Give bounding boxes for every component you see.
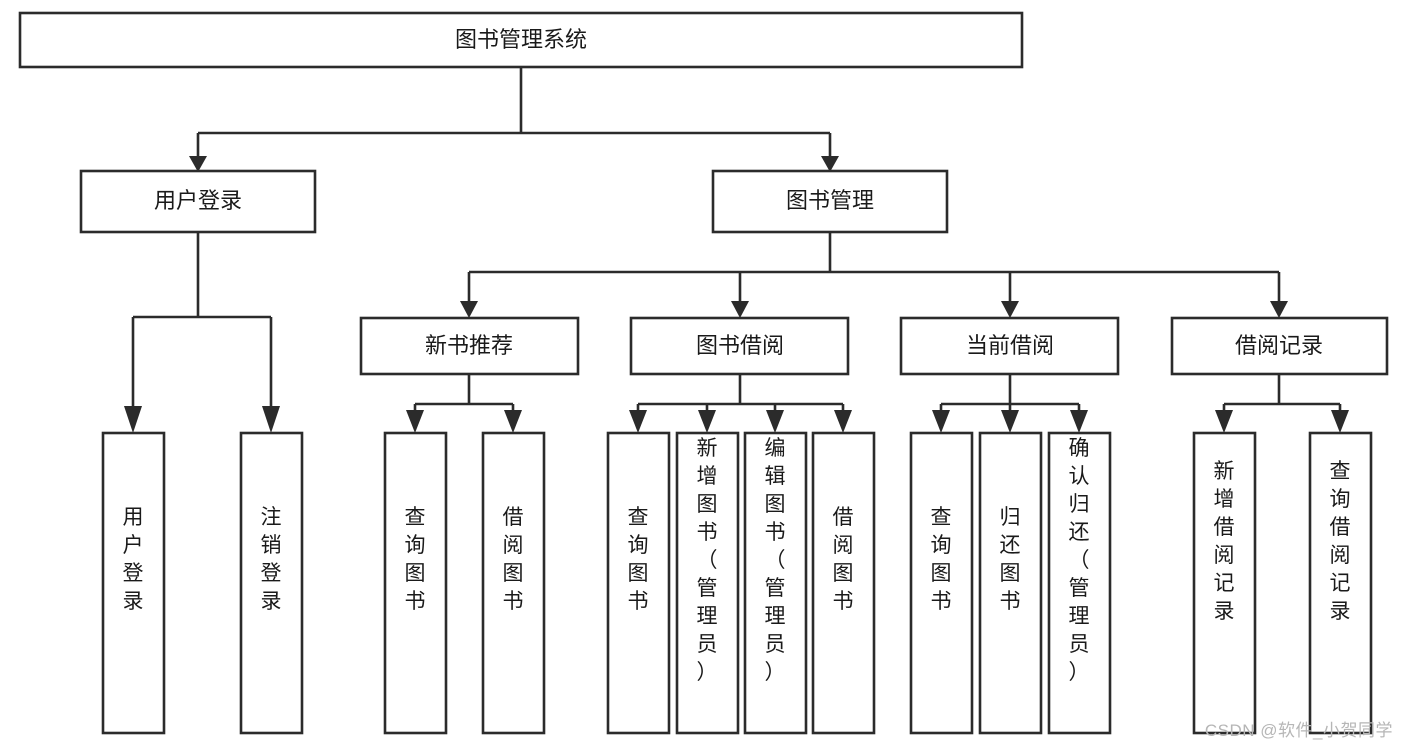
- leaf-label: 确认归还（管理员）: [1069, 437, 1090, 684]
- leaf-node[interactable]: 编辑图书（管理员）: [743, 431, 808, 735]
- node-borrow-record-box[interactable]: [1170, 316, 1389, 376]
- node-current-borrow[interactable]: 当前借阅: [899, 316, 1120, 376]
- node-user-login-box[interactable]: [79, 169, 317, 234]
- connector-userlogin-to-leaves: [131, 232, 273, 408]
- leaf-box[interactable]: [481, 431, 546, 735]
- leaf-node[interactable]: 归还图书: [978, 431, 1043, 735]
- arrow-head-icon: [1001, 410, 1019, 433]
- connector-bookborrow-to-leaves: [636, 374, 845, 413]
- node-new-book-recommend-label: 新书推荐: [425, 333, 513, 358]
- leaf-label: 查询图书: [931, 506, 952, 613]
- arrow-head-icon: [1270, 301, 1288, 318]
- arrow-head-icon: [262, 406, 280, 433]
- leaf-box[interactable]: [606, 431, 671, 735]
- watermark-label: CSDN @软件_小贺同学: [1204, 721, 1393, 740]
- node-book-management[interactable]: 图书管理: [711, 169, 949, 234]
- leaf-box[interactable]: [743, 431, 808, 735]
- leaf-box[interactable]: [239, 431, 304, 735]
- arrow-head-icon: [766, 410, 784, 433]
- arrow-head-icon: [504, 410, 522, 433]
- arrow-head-icon: [731, 301, 749, 318]
- arrow-head-icon: [406, 410, 424, 433]
- node-new-book-recommend-box[interactable]: [359, 316, 580, 376]
- node-book-borrow-label: 图书借阅: [696, 333, 784, 358]
- node-new-book-recommend[interactable]: 新书推荐: [359, 316, 580, 376]
- node-root-label: 图书管理系统: [455, 27, 587, 52]
- node-current-borrow-label: 当前借阅: [966, 333, 1054, 358]
- arrow-head-icon: [629, 410, 647, 433]
- leaf-label: 归还图书: [1000, 506, 1021, 613]
- leaf-node[interactable]: 查询图书: [606, 431, 671, 735]
- leaf-box[interactable]: [675, 431, 740, 735]
- arrow-head-icon: [821, 156, 839, 172]
- leaf-node[interactable]: 查询图书: [383, 431, 448, 735]
- leaf-box[interactable]: [909, 431, 974, 735]
- node-borrow-record[interactable]: 借阅记录: [1170, 316, 1389, 376]
- leaf-box[interactable]: [101, 431, 166, 735]
- node-book-management-label: 图书管理: [786, 188, 874, 213]
- node-borrow-record-label: 借阅记录: [1235, 333, 1323, 358]
- node-book-borrow-box[interactable]: [629, 316, 850, 376]
- leaf-label: 查询图书: [405, 506, 426, 613]
- connector-root-to-level2: [196, 67, 832, 158]
- leaf-node[interactable]: 确认归还（管理员）: [1047, 431, 1112, 735]
- arrow-head-icon: [460, 301, 478, 318]
- node-book-borrow[interactable]: 图书借阅: [629, 316, 850, 376]
- connector-bookmgmt-to-level3: [467, 232, 1281, 303]
- leaf-box[interactable]: [383, 431, 448, 735]
- leaf-node[interactable]: 用户登录: [101, 431, 166, 735]
- leaf-node[interactable]: 借阅图书: [481, 431, 546, 735]
- node-book-management-box[interactable]: [711, 169, 949, 234]
- arrow-head-icon: [1070, 410, 1088, 433]
- arrow-head-icon: [834, 410, 852, 433]
- leaf-label: 借阅图书: [833, 506, 854, 613]
- node-current-borrow-box[interactable]: [899, 316, 1120, 376]
- leaf-node[interactable]: 注销登录: [239, 431, 304, 735]
- leaf-node[interactable]: 新增借阅记录: [1192, 431, 1257, 735]
- arrow-head-icon: [932, 410, 950, 433]
- leaf-label: 注销登录: [261, 506, 282, 613]
- leaf-node[interactable]: 新增图书（管理员）: [675, 431, 740, 735]
- leaf-box[interactable]: [811, 431, 876, 735]
- leaf-box[interactable]: [1047, 431, 1112, 735]
- leaf-box[interactable]: [978, 431, 1043, 735]
- leaf-label: 用户登录: [123, 506, 144, 613]
- leaf-box[interactable]: [1192, 431, 1257, 735]
- leaf-node[interactable]: 查询图书: [909, 431, 974, 735]
- arrow-head-icon: [1215, 410, 1233, 433]
- leaf-label: 编辑图书（管理员）: [765, 437, 786, 684]
- leaf-label: 新增借阅记录: [1214, 460, 1235, 623]
- leaf-label: 借阅图书: [503, 506, 524, 613]
- node-root-box[interactable]: [18, 11, 1024, 69]
- node-user-login-label: 用户登录: [154, 188, 242, 213]
- leaf-label: 查询图书: [628, 506, 649, 613]
- connector-borrowrecord-to-leaves: [1222, 374, 1342, 413]
- arrow-head-icon: [1331, 410, 1349, 433]
- arrow-head-icon: [698, 410, 716, 433]
- node-root[interactable]: 图书管理系统: [18, 11, 1024, 69]
- arrow-head-icon: [189, 156, 207, 172]
- leaf-label: 新增图书（管理员）: [697, 437, 718, 684]
- arrow-head-icon: [124, 406, 142, 433]
- connector-layer: [124, 67, 1349, 433]
- leaf-label: 查询借阅记录: [1330, 460, 1351, 623]
- connector-newbook-to-leaves: [413, 374, 515, 413]
- connector-currentborrow-to-leaves: [939, 374, 1081, 413]
- node-user-login[interactable]: 用户登录: [79, 169, 317, 234]
- leaf-node[interactable]: 查询借阅记录: [1308, 431, 1373, 735]
- leaf-box[interactable]: [1308, 431, 1373, 735]
- leaf-node[interactable]: 借阅图书: [811, 431, 876, 735]
- arrow-head-icon: [1001, 301, 1019, 318]
